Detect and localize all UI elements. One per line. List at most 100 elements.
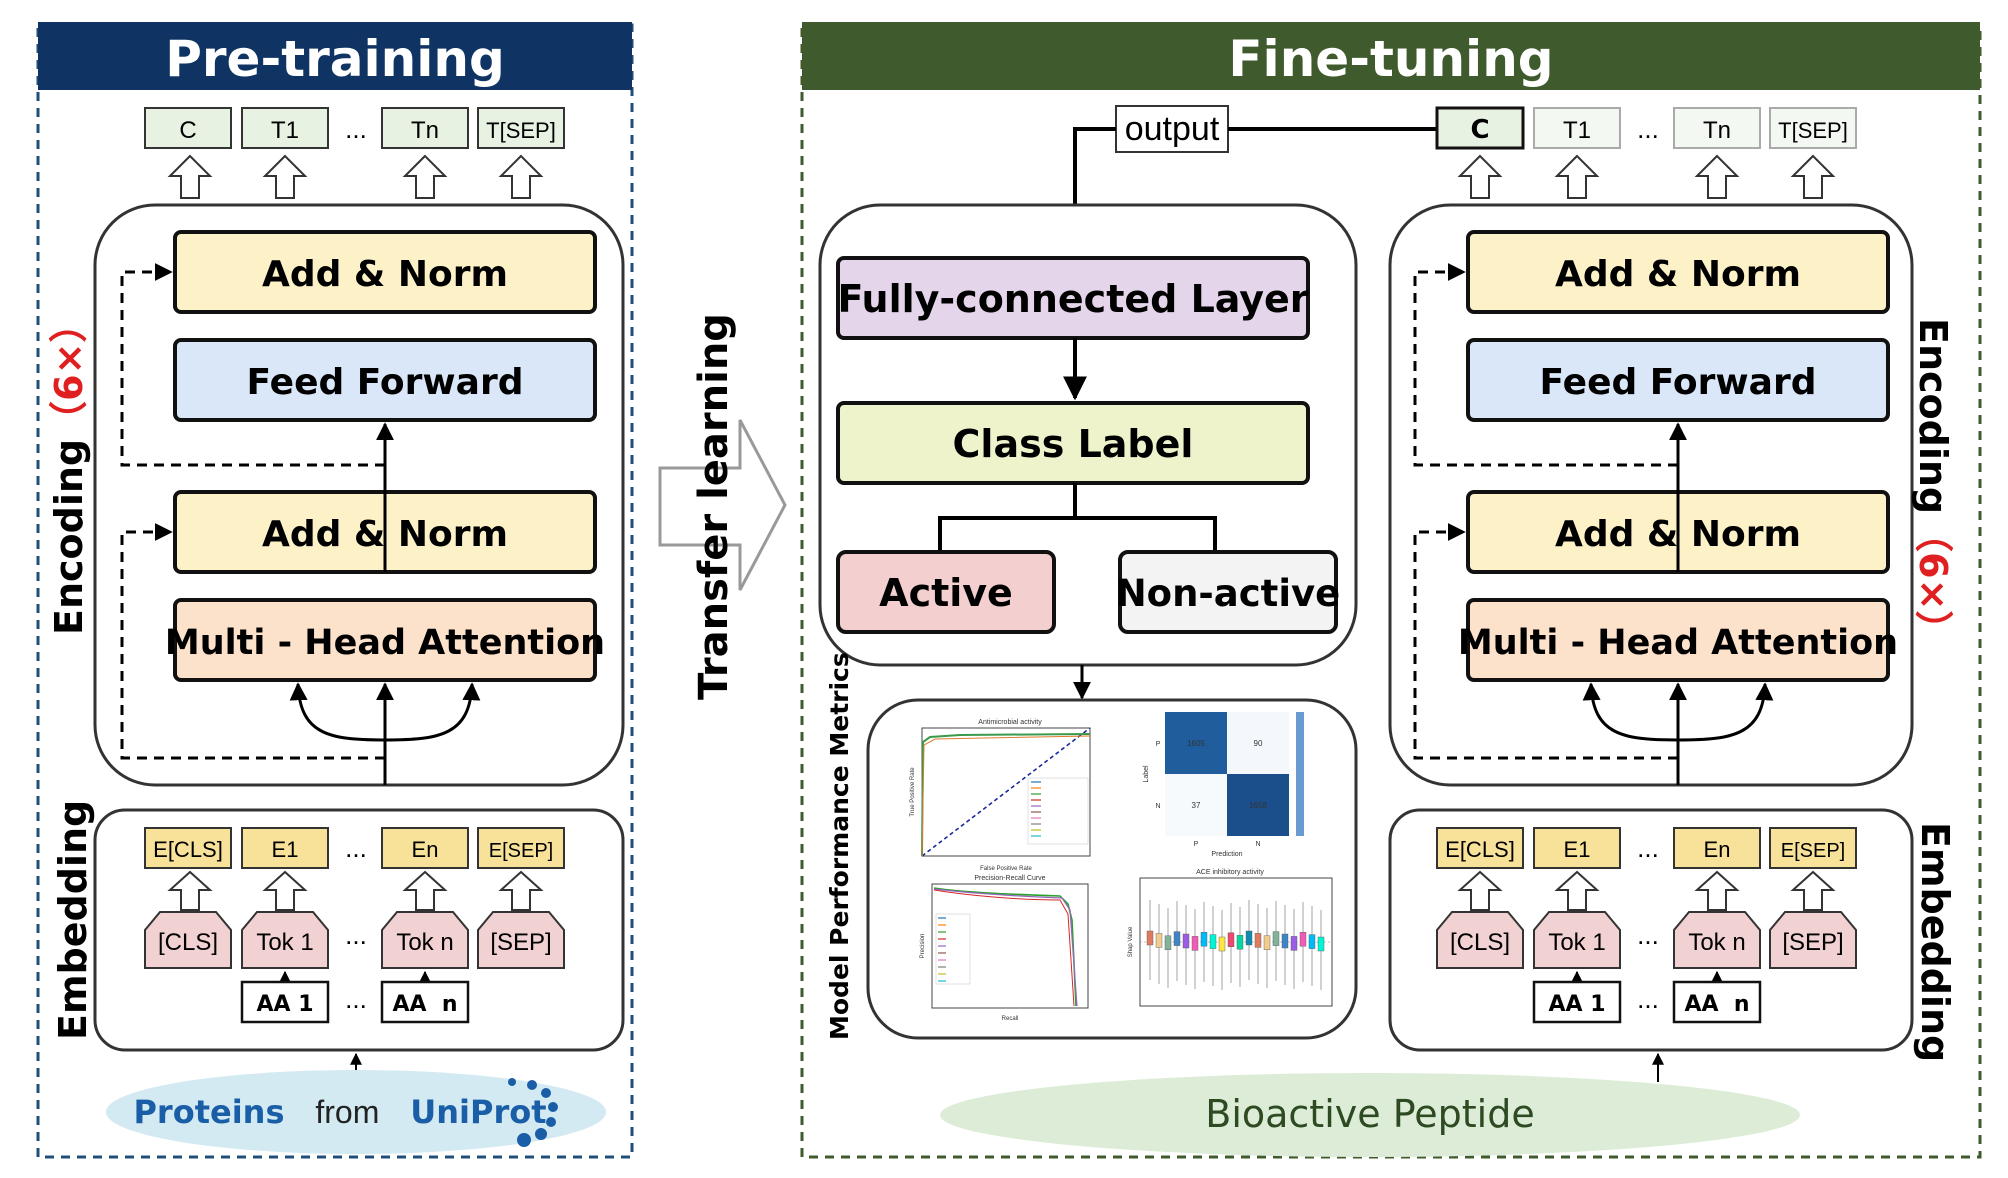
cm-colorbar — [1296, 712, 1304, 836]
pre-emb-ellipsis: ... — [345, 833, 367, 863]
pre-emb-n: En — [412, 837, 439, 862]
roc-xlabel: False Positive Rate — [980, 866, 1032, 872]
ft-encoding-mult: （6×） — [1911, 514, 1955, 648]
cm-fp: 37 — [1192, 801, 1201, 810]
pre-tok-n: Tok n — [396, 929, 453, 956]
pre-source-from: from — [315, 1094, 379, 1130]
pre-encoder-arrows — [289, 422, 481, 785]
ft-multi-head-label: Multi - Head Attention — [1458, 623, 1898, 663]
ft-aa-arrows — [1571, 970, 1723, 983]
pre-emb-cls: E[CLS] — [153, 837, 223, 862]
pre-feed-forward-label: Feed Forward — [247, 362, 524, 403]
ft-output-c: C — [1470, 115, 1489, 145]
ft-output-tsep: T[SEP] — [1778, 118, 1848, 143]
ft-tok-1: Tok 1 — [1548, 929, 1605, 956]
ft-multi-head — [1466, 598, 1890, 682]
ft-aa-n: AA n — [1684, 992, 1749, 1017]
pretraining-embedding-label: Embedding — [51, 800, 95, 1040]
pre-aa-arrows — [279, 970, 431, 983]
pretraining-output-arrows — [167, 154, 544, 199]
pre-output-t1: T1 — [271, 117, 299, 144]
ft-amino-acids: AA 1 ... AA n — [1532, 980, 1762, 1024]
ft-output-tn: Tn — [1703, 117, 1731, 144]
ft-fully-connected-label: Fully-connected Layer — [837, 277, 1308, 321]
ft-embeddings: E[CLS] E1 ... En E[SEP] — [1436, 827, 1857, 869]
cm-tn: 1658 — [1249, 801, 1267, 810]
pretraining-outputs: C T1 ... Tn T[SEP] — [144, 107, 565, 149]
pre-source-ellipse — [106, 1070, 606, 1154]
box-title: ACE inhibitory activity — [1196, 869, 1264, 876]
pre-output-tsep: T[SEP] — [486, 118, 556, 143]
ft-embedding-container — [1388, 808, 1914, 1052]
ft-source-ellipse — [940, 1073, 1800, 1157]
ft-output-ellipsis: ... — [1637, 114, 1659, 144]
pre-tok-ellipsis: ... — [345, 920, 367, 950]
box-ylabel: Shap Value — [1128, 926, 1134, 957]
ft-aa-ellipsis: ... — [1637, 984, 1659, 1014]
pre-output-tn: Tn — [411, 117, 439, 144]
uniprot-logo-dots — [508, 1078, 558, 1147]
pretraining-embedding-container — [93, 808, 625, 1052]
pre-emb-sep: E[SEP] — [489, 840, 553, 862]
ft-embedding-arrows — [1457, 870, 1836, 911]
ft-active-label: Active — [879, 571, 1013, 615]
pre-tok-1: Tok 1 — [256, 929, 313, 956]
ft-tok-sep: [SEP] — [1782, 929, 1843, 956]
roc-ylabel: True Positive Rate — [910, 767, 916, 817]
ft-emb-n: En — [1704, 837, 1731, 862]
finetuning-panel: Fine-tuning output C T1 ... Tn T[SEP] — [800, 22, 1982, 1159]
pre-aa-ellipsis: ... — [345, 984, 367, 1014]
transfer-label: Transfer learning — [691, 313, 737, 700]
ft-emb-ellipsis: ... — [1637, 833, 1659, 863]
cm-ylabel: Label — [1143, 765, 1150, 783]
finetuning-title: Fine-tuning — [1228, 30, 1553, 88]
ft-emb-1: E1 — [1564, 837, 1591, 862]
pre-feed-forward — [173, 338, 597, 422]
pre-tok-sep: [SEP] — [490, 929, 551, 956]
pre-aa-n: AA n — [392, 992, 457, 1017]
pretraining-panel: Pre-training C T1 ... Tn T[SEP] Encoding… — [36, 22, 634, 1159]
pre-output-ellipsis: ... — [345, 114, 367, 144]
cm-row-n: N — [1155, 803, 1160, 810]
ft-outputs: C T1 ... Tn T[SEP] — [1435, 106, 1857, 150]
pretraining-encoding-label: Encoding（6×） — [47, 305, 91, 635]
pretraining-title: Pre-training — [165, 30, 505, 88]
pre-multi-head-label: Multi - Head Attention — [165, 623, 605, 663]
ft-active — [836, 550, 1056, 634]
ft-feed-forward — [1466, 338, 1890, 422]
pre-source-proteins: Proteins — [133, 1093, 284, 1131]
ft-output-box — [1115, 105, 1229, 153]
pretraining-header — [38, 22, 632, 90]
finetuning-border — [800, 23, 1982, 1159]
cm-fn: 90 — [1254, 739, 1263, 748]
pre-embedding-arrows — [167, 870, 544, 911]
ft-metrics-label: Model Performance Metrics — [825, 652, 854, 1040]
pre-add-norm-top-label: Add & Norm — [262, 254, 508, 295]
cm-row-p: P — [1156, 741, 1161, 748]
pre-source-uniprot: UniProt — [410, 1093, 546, 1131]
ft-tok-cls: [CLS] — [1450, 929, 1510, 956]
ft-tokens: [CLS] Tok 1 ... Tok n [SEP] — [1436, 911, 1857, 969]
pre-aa-1: AA 1 — [256, 992, 313, 1017]
ft-add-norm-top — [1466, 230, 1890, 314]
ft-class-label-text: Class Label — [953, 422, 1194, 466]
ft-embedding-label: Embedding — [1913, 822, 1957, 1062]
ft-emb-cls: E[CLS] — [1445, 837, 1515, 862]
ft-tok-ellipsis: ... — [1637, 920, 1659, 950]
cm-tp: 1605 — [1187, 739, 1205, 748]
ft-feed-forward-label: Feed Forward — [1540, 362, 1817, 403]
ft-output-t1: T1 — [1563, 117, 1591, 144]
pr-title: Precision-Recall Curve — [974, 875, 1045, 882]
ft-residual-dashes — [1413, 263, 1678, 760]
confusion-matrix-thumbnail: 1605 90 37 1658 P N P N Prediction Label — [1143, 712, 1304, 858]
ft-non-active-label: Non-active — [1116, 572, 1341, 615]
pre-tok-cls: [CLS] — [158, 929, 218, 956]
ft-source-label: Bioactive Peptide — [1205, 1092, 1534, 1136]
boxplot-thumbnail: ACE inhibitory activity Shap Value — [1128, 869, 1333, 1007]
transfer-arrow-icon — [658, 419, 787, 591]
cm-col-n: N — [1255, 841, 1260, 848]
box-series — [1146, 900, 1325, 990]
ft-non-active — [1118, 550, 1338, 634]
pre-multi-head — [173, 598, 597, 682]
